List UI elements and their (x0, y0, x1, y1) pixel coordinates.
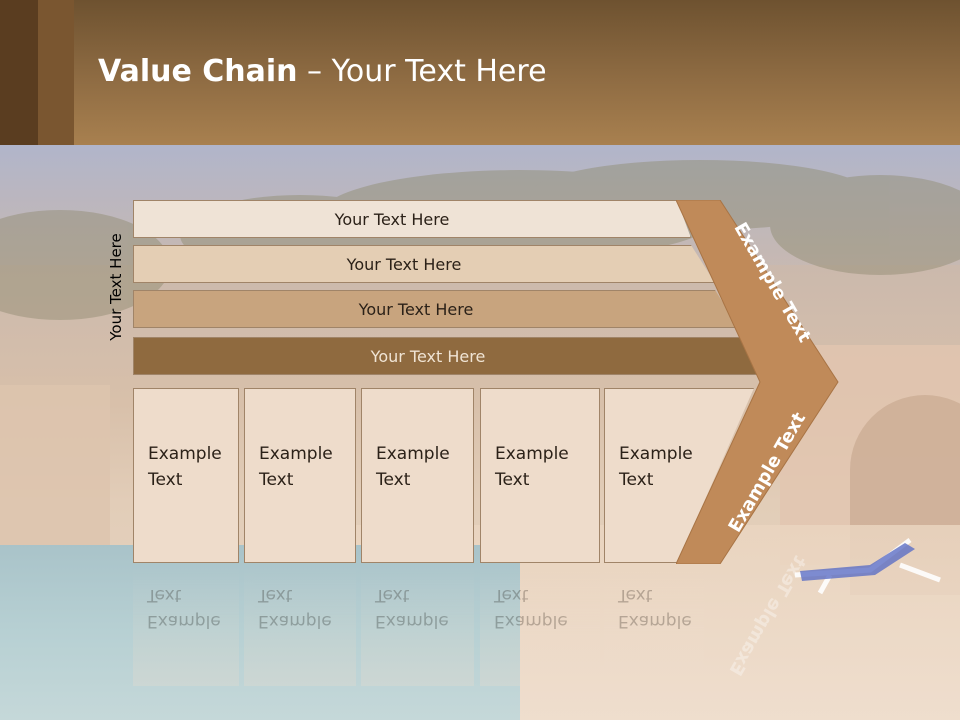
header-stripe-dark (0, 0, 38, 145)
photo-wall (0, 385, 110, 545)
column-5-line2: Text (619, 470, 654, 490)
column-3[interactable]: Example Text (361, 388, 474, 563)
bar-3-label: Your Text Here (358, 299, 474, 319)
slide-title[interactable]: Value Chain – Your Text Here (98, 54, 547, 89)
column-4-line2: Text (495, 470, 530, 490)
header-stripe-mid (38, 0, 74, 145)
column-1-reflection-line2: Text (147, 585, 182, 605)
column-1-reflection: Example Text (133, 566, 239, 686)
bar-4-label: Your Text Here (370, 346, 486, 366)
title-bar: Value Chain – Your Text Here (0, 0, 960, 145)
column-3-line1: Example (376, 444, 450, 464)
slide-title-bold: Value Chain (98, 54, 298, 89)
column-5-reflection-line2: Text (618, 585, 653, 605)
column-4-reflection: Example Text (480, 566, 600, 686)
bar-3[interactable]: Your Text Here (133, 290, 739, 328)
column-5-reflection-line1: Example (618, 611, 692, 631)
bar-1[interactable]: Your Text Here (133, 200, 691, 238)
bar-2[interactable]: Your Text Here (133, 245, 715, 283)
column-3-reflection-line1: Example (375, 611, 449, 631)
column-4-reflection-line2: Text (494, 585, 529, 605)
lounge-chair-graphic (794, 538, 941, 595)
column-2-reflection: Example Text (244, 566, 356, 686)
column-1[interactable]: Example Text (133, 388, 239, 563)
side-label[interactable]: Your Text Here (107, 233, 125, 341)
column-5-reflection: Example Text (604, 566, 704, 686)
slide-title-rest: – Your Text Here (297, 54, 547, 89)
column-3-line2: Text (376, 470, 411, 490)
column-2-reflection-line2: Text (258, 585, 293, 605)
bar-2-label: Your Text Here (346, 254, 462, 274)
column-4-line1: Example (495, 444, 569, 464)
column-1-line1: Example (148, 444, 222, 464)
bar-1-label: Your Text Here (334, 209, 450, 229)
column-1-line2: Text (148, 470, 183, 490)
column-1-reflection-line1: Example (147, 611, 221, 631)
column-2[interactable]: Example Text (244, 388, 356, 563)
column-4[interactable]: Example Text (480, 388, 600, 563)
column-2-line2: Text (259, 470, 294, 490)
column-3-reflection: Example Text (361, 566, 474, 686)
column-2-reflection-line1: Example (258, 611, 332, 631)
column-4-reflection-line1: Example (494, 611, 568, 631)
bar-4[interactable]: Your Text Here (133, 337, 763, 375)
column-2-line1: Example (259, 444, 333, 464)
column-3-reflection-line2: Text (375, 585, 410, 605)
photo-pool (0, 545, 520, 720)
column-5-line1: Example (619, 444, 693, 464)
chevron-shape (676, 200, 839, 564)
chevron-arrow[interactable] (676, 200, 840, 564)
